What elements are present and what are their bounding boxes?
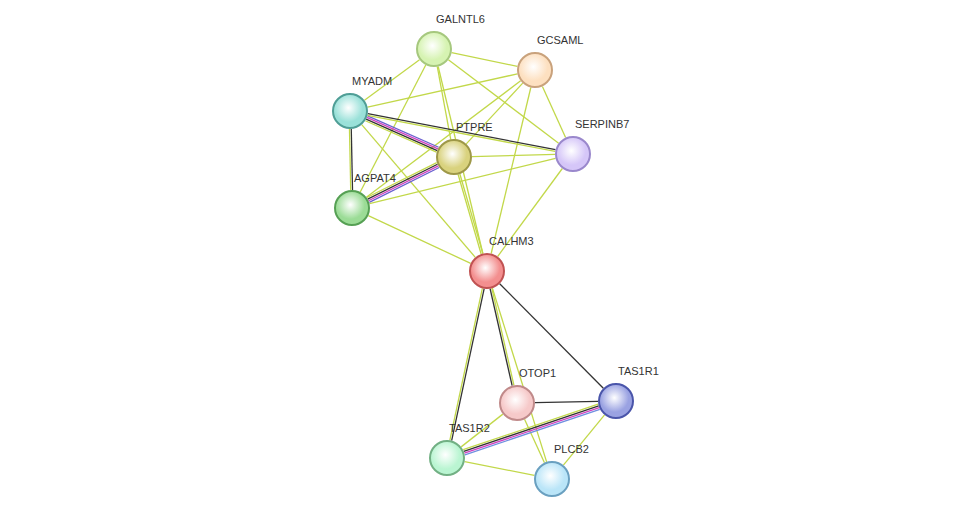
interaction-edge	[452, 53, 518, 67]
protein-node: PTPRE	[436, 139, 472, 175]
evidence-line	[563, 415, 604, 465]
evidence-line	[460, 174, 483, 253]
protein-label: TAS1R2	[449, 422, 490, 435]
interaction-edge	[491, 88, 531, 254]
evidence-line	[366, 119, 437, 150]
evidence-line	[490, 289, 512, 386]
protein-node: PLCB2	[534, 461, 570, 497]
protein-label: PLCB2	[554, 443, 589, 456]
protein-node: SERPINB7	[555, 136, 591, 172]
interaction-edge	[500, 284, 604, 388]
protein-node: GCSAML	[517, 52, 553, 88]
protein-node: MYADM	[332, 93, 368, 129]
protein-node: GALNTL6	[416, 31, 452, 67]
interaction-edge	[368, 216, 470, 264]
interaction-edge	[362, 125, 476, 258]
protein-label: PTPRE	[456, 121, 493, 134]
protein-node: TAS1R2	[429, 440, 465, 476]
evidence-line	[472, 154, 555, 156]
interaction-edge	[349, 129, 352, 190]
protein-label: SERPINB7	[575, 118, 629, 131]
interaction-edge	[465, 462, 535, 476]
evidence-line	[452, 289, 484, 441]
interaction-edge	[535, 401, 598, 402]
interaction-edge	[365, 116, 438, 152]
interaction-edge	[458, 174, 483, 254]
protein-label: GALNTL6	[436, 13, 485, 26]
interaction-edge	[472, 154, 555, 156]
protein-label: MYADM	[352, 75, 392, 88]
evidence-line	[465, 462, 535, 476]
evidence-line	[450, 288, 482, 440]
protein-label: TAS1R1	[618, 365, 659, 378]
evidence-line	[351, 129, 352, 190]
protein-label: OTOP1	[519, 367, 556, 380]
protein-node: OTOP1	[499, 385, 535, 421]
evidence-line	[365, 121, 436, 152]
evidence-line	[492, 288, 514, 385]
evidence-line	[368, 216, 470, 264]
evidence-line	[458, 175, 481, 254]
protein-label: AGPAT4	[354, 172, 396, 185]
protein-label: CALHM3	[489, 235, 534, 248]
interaction-edge	[490, 288, 514, 385]
interaction-edge	[542, 86, 565, 137]
evidence-line	[362, 125, 476, 258]
evidence-line	[452, 53, 518, 67]
interaction-edge	[563, 415, 604, 465]
evidence-line	[349, 129, 350, 190]
protein-node: AGPAT4	[334, 190, 370, 226]
interaction-edge	[450, 288, 484, 440]
evidence-line	[535, 401, 598, 402]
evidence-line	[491, 88, 531, 254]
evidence-line	[542, 86, 565, 137]
protein-label: GCSAML	[537, 34, 583, 47]
evidence-line	[500, 284, 604, 388]
protein-node: TAS1R1	[598, 383, 634, 419]
protein-node: CALHM3	[469, 253, 505, 289]
